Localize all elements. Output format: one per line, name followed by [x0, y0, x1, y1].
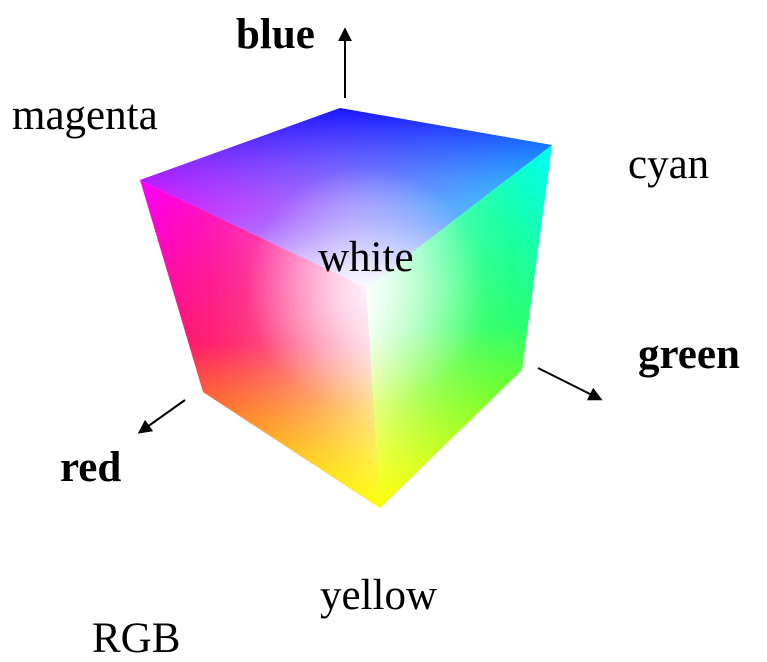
green-axis-label: green	[638, 331, 740, 378]
red-axis-label: red	[60, 444, 122, 491]
cyan-corner-label: cyan	[628, 141, 710, 188]
green-axis-arrow	[537, 367, 603, 401]
yellow-corner-label: yellow	[320, 572, 438, 619]
white-corner-glow	[140, 108, 552, 508]
magenta-corner-label: magenta	[12, 92, 158, 139]
color-model-name: RGB	[92, 615, 181, 662]
red-axis-arrow	[137, 399, 186, 434]
blue-axis-label: blue	[236, 11, 315, 58]
white-corner-label: white	[318, 234, 414, 281]
